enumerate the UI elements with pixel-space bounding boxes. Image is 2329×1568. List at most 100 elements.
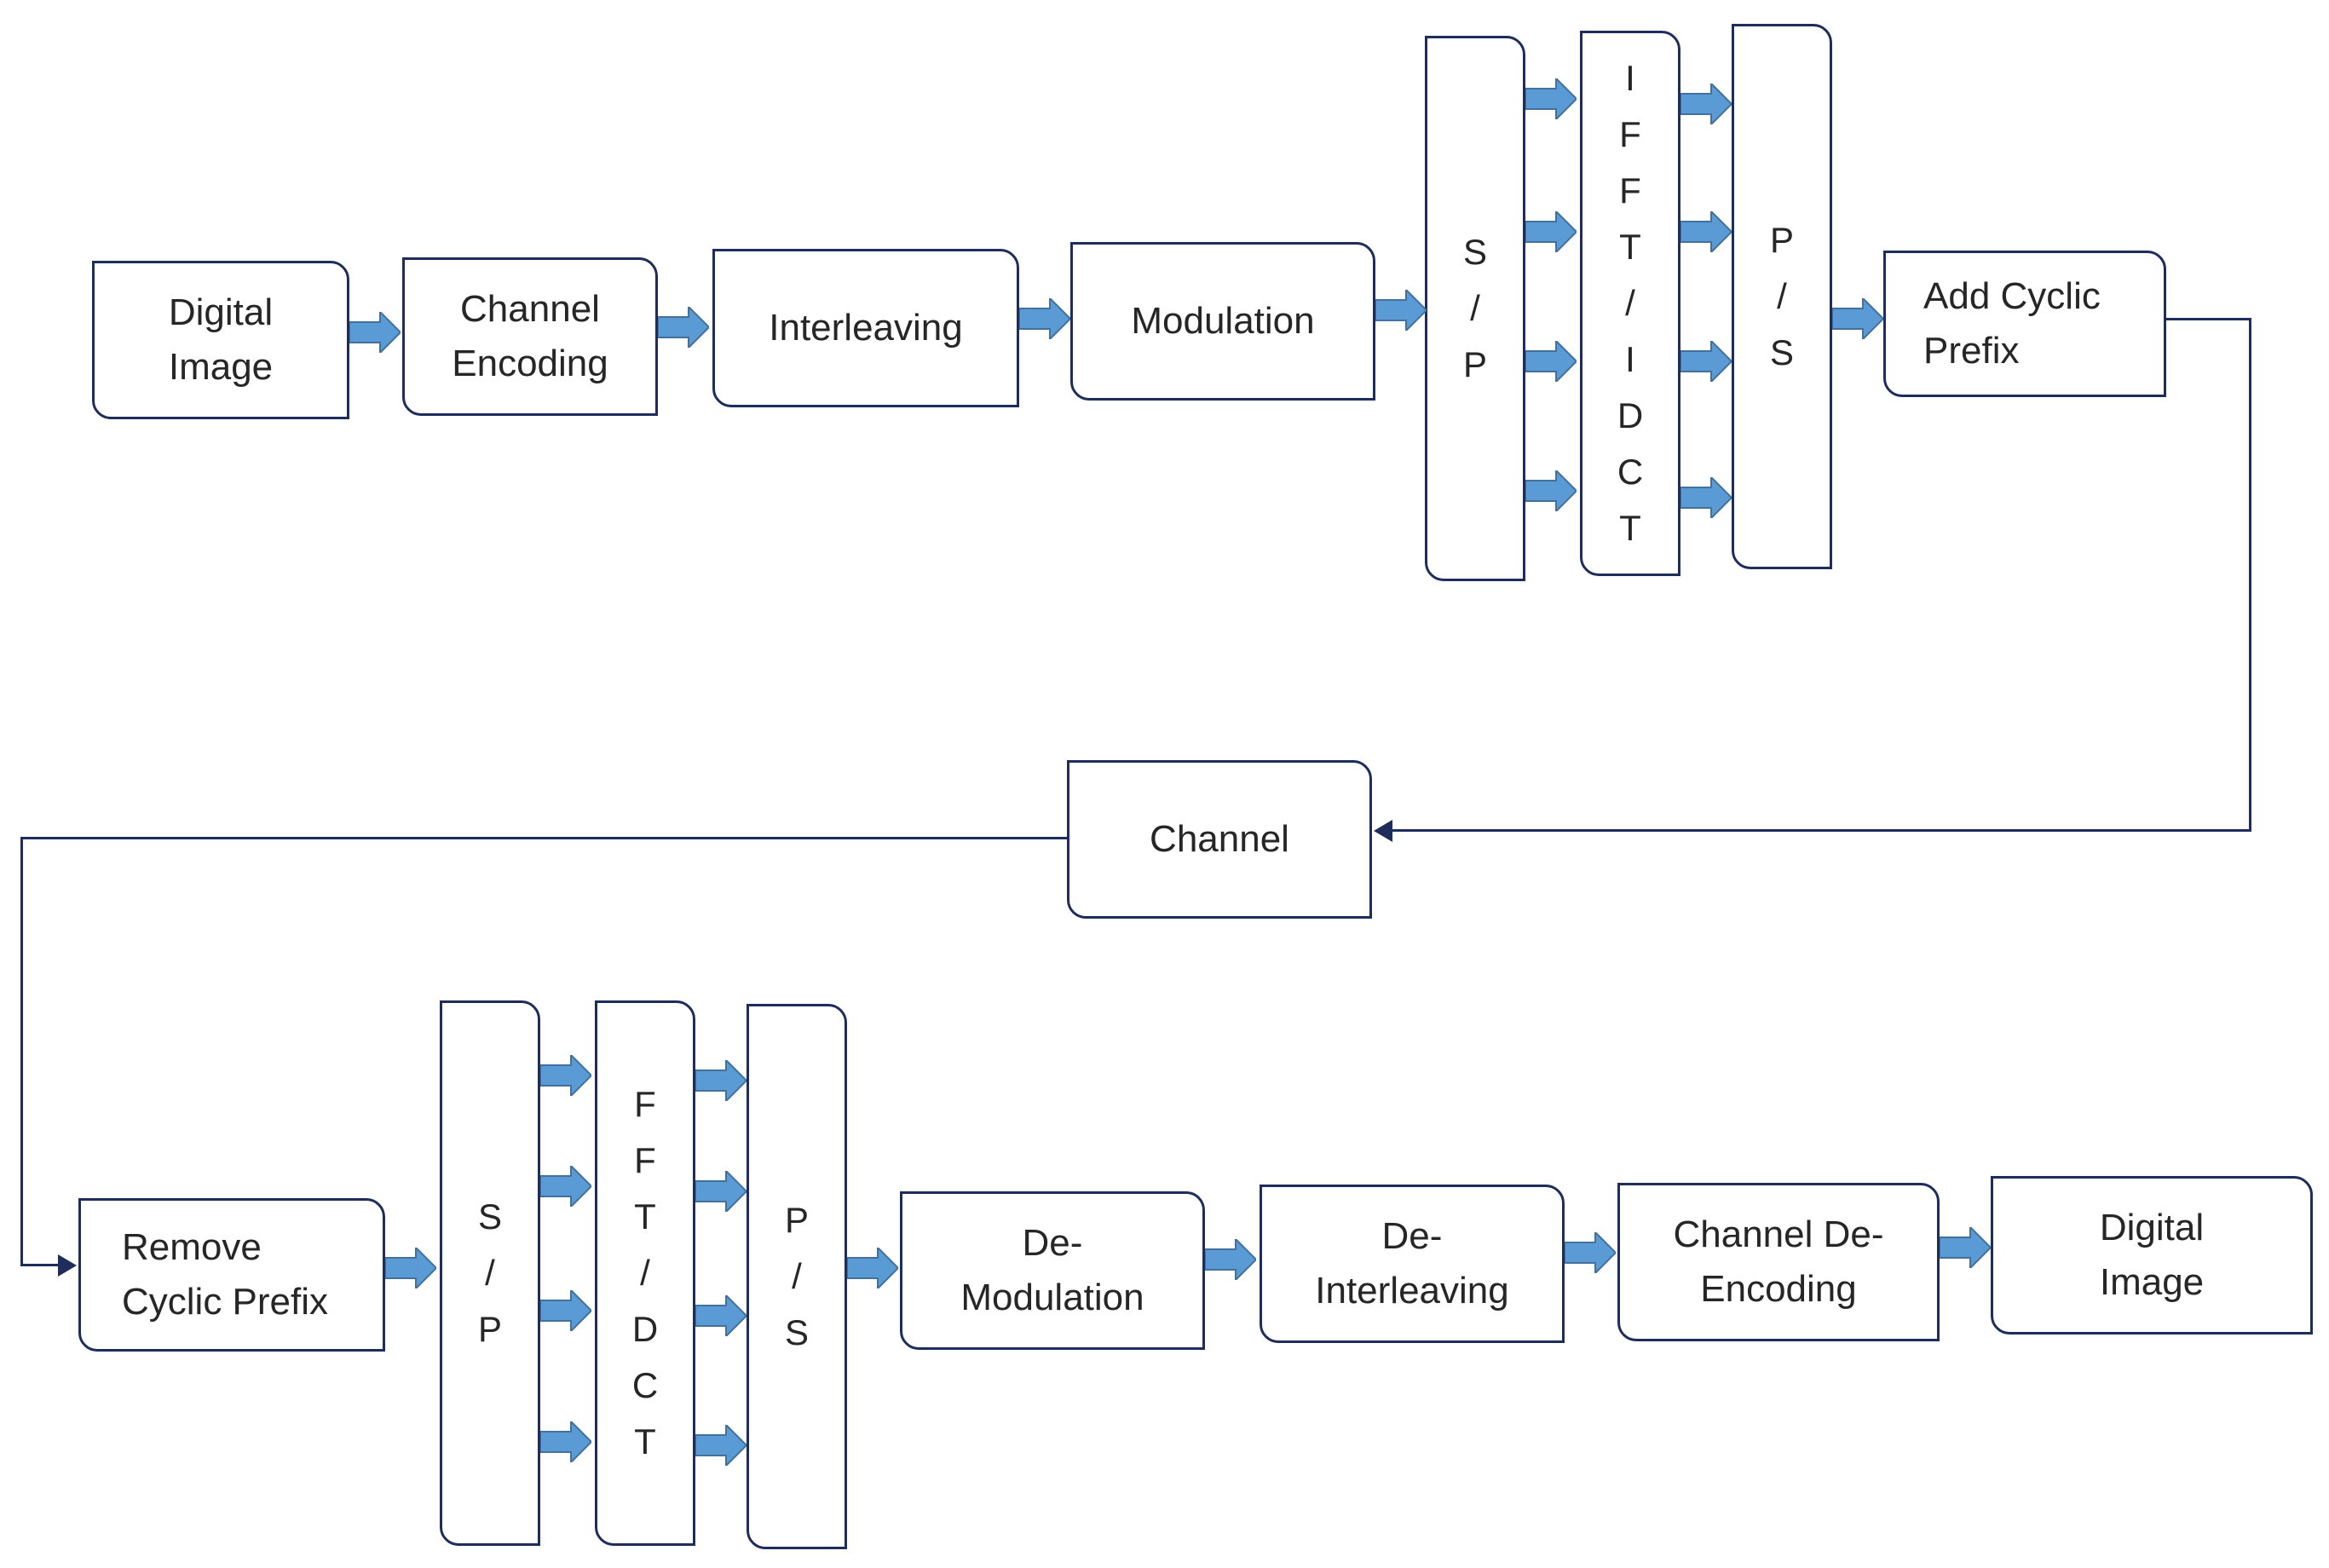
block-arrow-shape-13 — [1832, 298, 1883, 339]
remove-cyclic-prefix-line2: Cyclic Prefix — [122, 1281, 329, 1323]
tx-digital-image-line2: Image — [168, 346, 274, 388]
de-modulation-line2: Modulation — [960, 1277, 1144, 1318]
block-arrow-shape-4 — [1375, 290, 1427, 331]
rx-ps-char-1: P — [784, 1200, 809, 1240]
interleaving-block: Interleaving — [712, 249, 1019, 407]
block-arrow-21 — [695, 1295, 747, 1336]
ifft-char-1: I — [1625, 58, 1635, 98]
ifft-char-9: T — [1619, 508, 1641, 548]
block-arrow-16 — [540, 1166, 591, 1207]
channel-line1: Channel — [1150, 818, 1289, 861]
block-arrow-shape-9 — [1680, 84, 1732, 124]
tx-ps-char-2: / — [1777, 276, 1787, 316]
block-arrow-shape-5 — [1525, 78, 1577, 119]
rx-sp-char-3: P — [477, 1309, 502, 1349]
tx-parallel-to-serial-block: P / S — [1732, 24, 1832, 569]
block-arrow-shape-1 — [349, 312, 401, 353]
block-arrow-shape-20 — [695, 1171, 747, 1212]
modulation-line1: Modulation — [1131, 300, 1315, 343]
block-arrow-shape-8 — [1525, 470, 1577, 511]
block-arrow-7 — [1525, 341, 1577, 382]
rx-digital-image-line2: Image — [2099, 1261, 2205, 1303]
tx-digital-image-line1: Digital — [168, 291, 274, 334]
block-arrow-shape-23 — [847, 1248, 898, 1288]
tx-sp-char-3: P — [1462, 344, 1487, 384]
rx-sp-char-1: S — [477, 1196, 502, 1237]
add-cyclic-prefix-line2: Prefix — [1923, 330, 2020, 372]
channel-encoding-line1: Channel — [460, 288, 600, 331]
fft-char-5: D — [631, 1309, 659, 1349]
ifft-char-4: T — [1619, 227, 1641, 267]
de-interleaving-line1: De- — [1381, 1215, 1443, 1258]
block-arrow-shape-21 — [695, 1295, 747, 1336]
connector-right-down — [2249, 318, 2251, 832]
block-arrow-shape-18 — [540, 1421, 591, 1462]
block-arrow-9 — [1680, 84, 1732, 124]
rx-serial-to-parallel-block: S / P — [440, 1000, 540, 1546]
ifft-char-8: C — [1617, 452, 1644, 492]
de-modulation-block: De- Modulation — [900, 1191, 1205, 1350]
block-arrow-shape-26 — [1940, 1227, 1991, 1268]
fft-char-2: F — [634, 1140, 656, 1180]
block-arrow-10 — [1680, 211, 1732, 252]
ifft-char-6: I — [1625, 339, 1635, 379]
remove-cp-input-arrowhead — [58, 1254, 77, 1277]
channel-de-encoding-line1: Channel De- — [1673, 1213, 1884, 1256]
block-arrow-19 — [695, 1060, 747, 1101]
de-interleaving-block: De-Interleaving — [1260, 1185, 1565, 1343]
rx-digital-image-line1: Digital — [2099, 1207, 2205, 1249]
block-arrow-14 — [385, 1248, 436, 1288]
block-arrow-1 — [349, 312, 401, 353]
channel-de-encoding-line2: Encoding — [1700, 1268, 1857, 1310]
block-arrow-shape-6 — [1525, 211, 1577, 252]
ifft-char-3: F — [1619, 170, 1641, 210]
block-arrow-25 — [1565, 1232, 1616, 1273]
fft-char-1: F — [634, 1084, 656, 1124]
block-arrow-shape-14 — [385, 1248, 436, 1288]
block-arrow-3 — [1019, 298, 1070, 339]
channel-encoding-line2: Encoding — [452, 343, 608, 384]
block-arrow-shape-3 — [1019, 298, 1070, 339]
rx-ps-char-3: S — [784, 1312, 809, 1352]
block-arrow-5 — [1525, 78, 1577, 119]
channel-de-encoding-block: Channel De- Encoding — [1617, 1183, 1940, 1341]
rx-parallel-to-serial-block: P / S — [747, 1004, 847, 1549]
connector-channel-left — [20, 837, 1067, 839]
add-cyclic-prefix-line1: Add Cyclic — [1923, 275, 2101, 318]
modulation-block: Modulation — [1070, 242, 1375, 401]
ifft-char-2: F — [1619, 114, 1641, 154]
connector-left-down — [20, 837, 23, 1266]
tx-serial-to-parallel-block: S / P — [1425, 36, 1525, 581]
block-arrow-17 — [540, 1290, 591, 1331]
block-arrow-shape-16 — [540, 1166, 591, 1207]
ifft-char-5: / — [1625, 283, 1635, 323]
de-modulation-line1: De- — [1022, 1222, 1083, 1265]
rx-sp-char-2: / — [485, 1253, 495, 1293]
block-arrow-shape-2 — [658, 307, 709, 348]
fft-char-4: / — [640, 1253, 650, 1293]
fft-char-7: T — [634, 1421, 656, 1461]
connector-into-remove-cp — [20, 1264, 60, 1266]
block-arrow-11 — [1680, 341, 1732, 382]
block-arrow-8 — [1525, 470, 1577, 511]
block-arrow-20 — [695, 1171, 747, 1212]
block-arrow-shape-19 — [695, 1060, 747, 1101]
block-arrow-shape-12 — [1680, 477, 1732, 518]
channel-block: Channel — [1067, 760, 1372, 919]
block-arrow-26 — [1940, 1227, 1991, 1268]
block-arrow-shape-7 — [1525, 341, 1577, 382]
block-arrow-shape-25 — [1565, 1232, 1616, 1273]
block-arrow-6 — [1525, 211, 1577, 252]
tx-ps-char-1: P — [1769, 220, 1794, 260]
connector-cp-right — [2166, 318, 2251, 320]
rx-ps-char-2: / — [792, 1256, 802, 1296]
interleaving-line1: Interleaving — [769, 307, 963, 349]
tx-ps-char-3: S — [1769, 332, 1794, 372]
block-arrow-shape-11 — [1680, 341, 1732, 382]
block-arrow-18 — [540, 1421, 591, 1462]
block-arrow-shape-10 — [1680, 211, 1732, 252]
block-arrow-12 — [1680, 477, 1732, 518]
